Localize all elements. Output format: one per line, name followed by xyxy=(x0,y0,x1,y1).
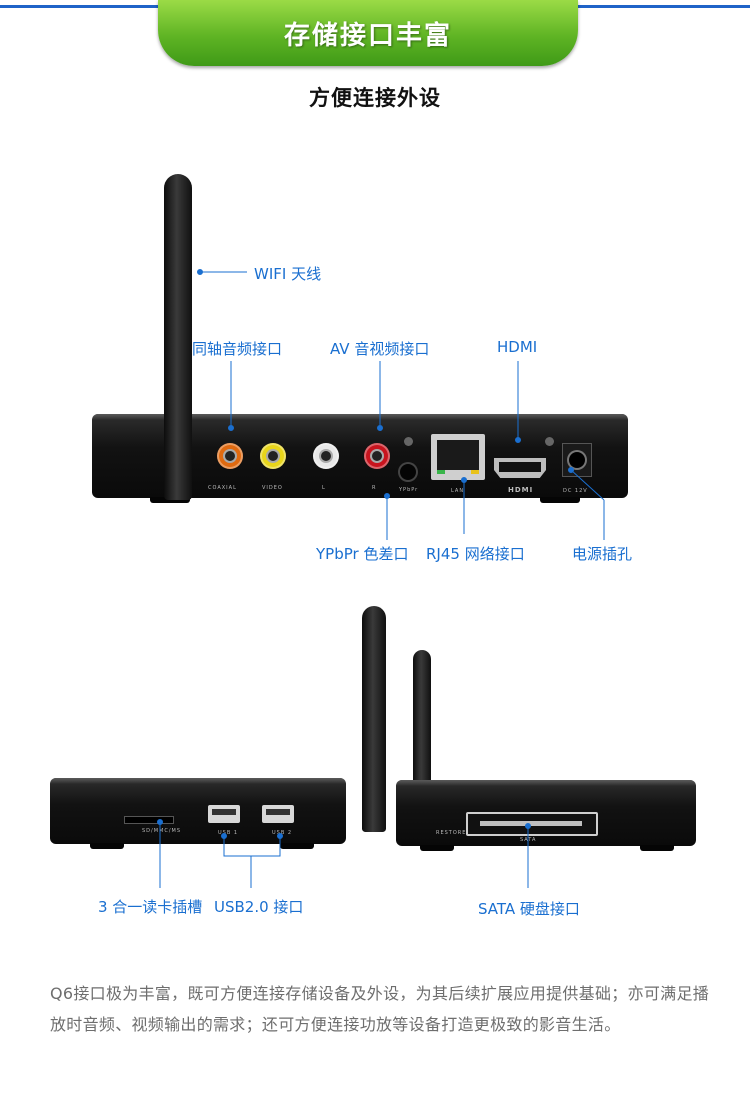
wifi-antenna xyxy=(164,174,192,500)
device-foot xyxy=(90,843,124,849)
power-callout: 电源插孔 xyxy=(572,545,633,563)
device-foot xyxy=(150,497,190,503)
dc-power-jack xyxy=(562,443,592,477)
usb-callout: USB2.0 接口 xyxy=(214,898,304,916)
device-foot xyxy=(420,845,454,851)
section-banner: 存储接口丰富 xyxy=(158,0,578,66)
device-foot xyxy=(540,497,580,503)
front-device-body xyxy=(50,778,346,844)
screw-icon xyxy=(404,437,413,446)
sata-print: SATA xyxy=(520,837,537,843)
coaxial-print: COAXIAL xyxy=(208,485,237,491)
audio-right-print: R xyxy=(372,485,377,491)
audio-left-jack xyxy=(313,443,339,469)
device-foot xyxy=(280,843,314,849)
product-description: Q6接口极为丰富，既可方便连接存储设备及外设，为其后续扩展应用提供基础；亦可满足… xyxy=(50,984,710,1034)
coaxial-jack xyxy=(217,443,243,469)
section-subtitle: 方便连接外设 xyxy=(309,86,441,110)
audio-left-print: L xyxy=(322,485,326,491)
coaxial-callout: 同轴音频接口 xyxy=(192,340,283,358)
restore-print: RESTORE xyxy=(436,830,467,836)
wifi-antenna xyxy=(362,606,386,832)
usb-port-1 xyxy=(208,805,240,823)
ypbpr-callout: YPbPr 色差口 xyxy=(316,545,409,563)
audio-right-jack xyxy=(364,443,390,469)
sata-port xyxy=(466,812,598,836)
usb1-print: USB 1 xyxy=(218,830,239,836)
video-print: VIDEO xyxy=(262,485,283,491)
card-reader-callout: 3 合一读卡插槽 xyxy=(98,898,203,916)
video-jack xyxy=(260,443,286,469)
av-callout: AV 音视频接口 xyxy=(330,340,430,358)
hdmi-print: HDMI xyxy=(508,486,534,494)
lan-port xyxy=(431,434,485,480)
wifi-antenna xyxy=(413,650,431,790)
device-foot xyxy=(640,845,674,851)
screw-icon xyxy=(545,437,554,446)
ypbpr-jack xyxy=(400,464,416,480)
usb-port-2 xyxy=(262,805,294,823)
wifi-antenna-callout: WIFI 天线 xyxy=(254,265,322,283)
card-reader-slot xyxy=(124,816,174,824)
rj45-callout: RJ45 网络接口 xyxy=(426,545,525,563)
banner-title: 存储接口丰富 xyxy=(283,20,452,51)
lan-print: LAN xyxy=(451,488,465,494)
card-print: SD/MMC/MS xyxy=(142,828,181,834)
hdmi-callout: HDMI xyxy=(497,338,538,356)
sata-callout: SATA 硬盘接口 xyxy=(478,900,580,918)
dc-print: DC 12V xyxy=(563,488,588,494)
ypbpr-print: YPbPr xyxy=(399,487,419,493)
hdmi-port xyxy=(494,458,546,478)
usb2-print: USB 2 xyxy=(272,830,293,836)
